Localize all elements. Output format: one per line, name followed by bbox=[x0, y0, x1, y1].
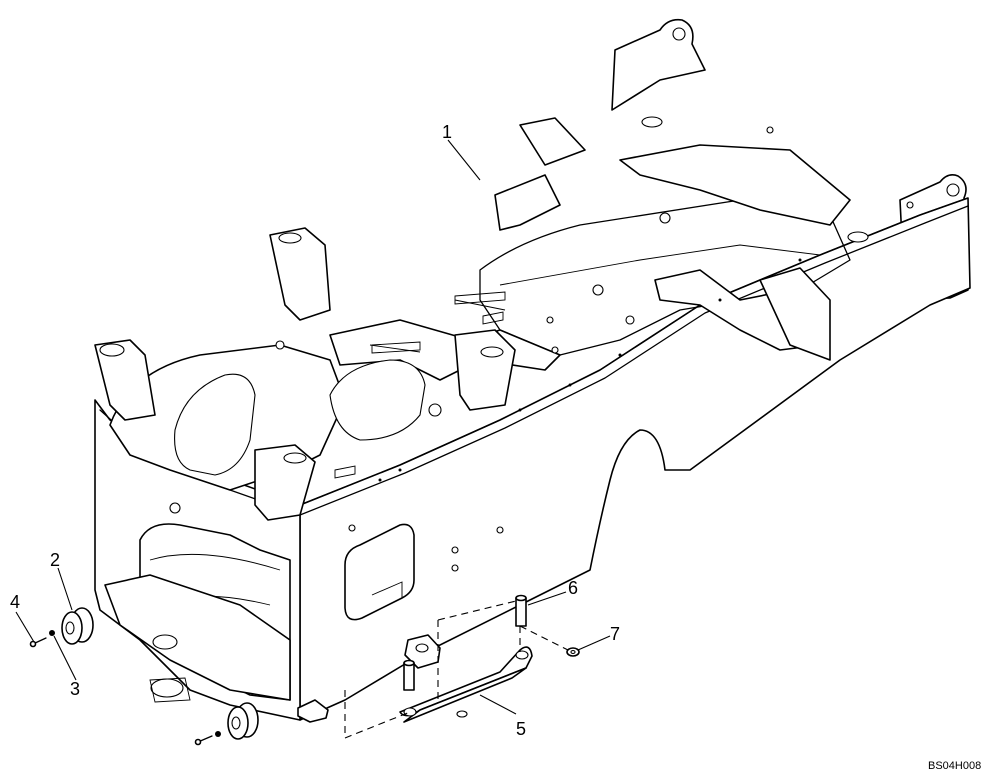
drawing-number: BS04H008 bbox=[928, 760, 981, 772]
rubber-mount-left bbox=[61, 607, 94, 645]
assembly-line bbox=[437, 599, 521, 621]
frame-mount-foot bbox=[297, 699, 329, 723]
callout-label-5: 5 bbox=[516, 719, 526, 739]
nut bbox=[566, 647, 580, 657]
callout-label-6: 6 bbox=[568, 578, 578, 598]
assembly-line bbox=[344, 690, 411, 739]
link-bar bbox=[399, 646, 533, 723]
pin-lower bbox=[403, 659, 415, 691]
callout-label-4: 4 bbox=[10, 592, 20, 612]
main-frame bbox=[94, 18, 971, 721]
assembly-line bbox=[519, 625, 569, 651]
callout-label-3: 3 bbox=[70, 679, 80, 699]
pin-upper bbox=[515, 594, 527, 627]
washer-left bbox=[49, 630, 55, 636]
callout-label-2: 2 bbox=[50, 550, 60, 570]
bolt-left bbox=[29, 637, 47, 648]
callout-label-7: 7 bbox=[610, 624, 620, 644]
leader-lines bbox=[15, 139, 611, 715]
callout-label-1: 1 bbox=[442, 122, 452, 142]
rubber-mount-bottom bbox=[194, 702, 259, 746]
